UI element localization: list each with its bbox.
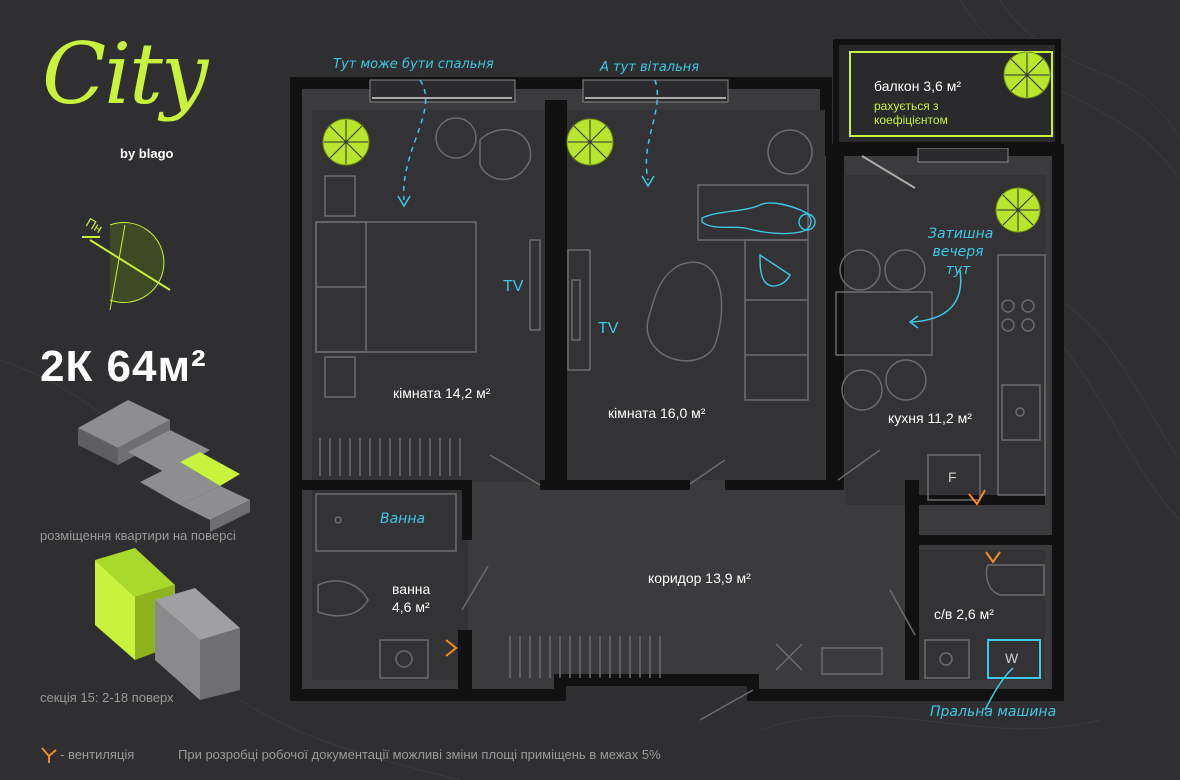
living-note: А тут вітальня — [600, 60, 700, 75]
compass-icon — [82, 222, 171, 311]
tv-label-room2: TV — [598, 320, 619, 337]
room-label-room1: кімната 14,2 м² — [393, 385, 491, 401]
floor-placement-caption: розміщення квартири на поверсі — [40, 528, 236, 543]
floor-plan — [290, 39, 1064, 721]
room-label-balcony: балкон 3,6 м² — [874, 78, 961, 94]
apartment-type-area: 2К 64м² — [40, 342, 207, 391]
bedroom-note: Тут може бути спальня — [333, 57, 494, 72]
disclaimer: При розробці робочої документації можлив… — [178, 747, 661, 762]
brand-subtitle: by blago — [120, 146, 174, 161]
room-label-corridor: коридор 13,9 м² — [648, 570, 751, 586]
tv-label-room1: TV — [503, 278, 524, 295]
room-label-kitchen: кухня 11,2 м² — [888, 410, 972, 426]
section-diagram — [95, 548, 240, 700]
fridge-label: F — [948, 469, 957, 485]
vent-icon — [40, 746, 57, 763]
section-caption: секція 15: 2-18 поверх — [40, 690, 174, 705]
washer-note: Пральна машина — [930, 704, 1057, 720]
room-label-bath: ванна 4,6 м² — [392, 581, 431, 615]
bathtub-note: Ванна — [380, 511, 426, 527]
room-label-wc: с/в 2,6 м² — [934, 606, 994, 622]
washer-letter: W — [1005, 650, 1019, 666]
dinner-note: Затишна вечеря тут — [928, 226, 994, 278]
vent-legend-label: - вентиляція — [60, 747, 135, 762]
balcony-note: рахується з коефіцієнтом — [874, 99, 948, 127]
brand-logo: City — [42, 25, 208, 123]
floor-placement-diagram — [78, 400, 250, 532]
room-label-room2: кімната 16,0 м² — [608, 405, 706, 421]
